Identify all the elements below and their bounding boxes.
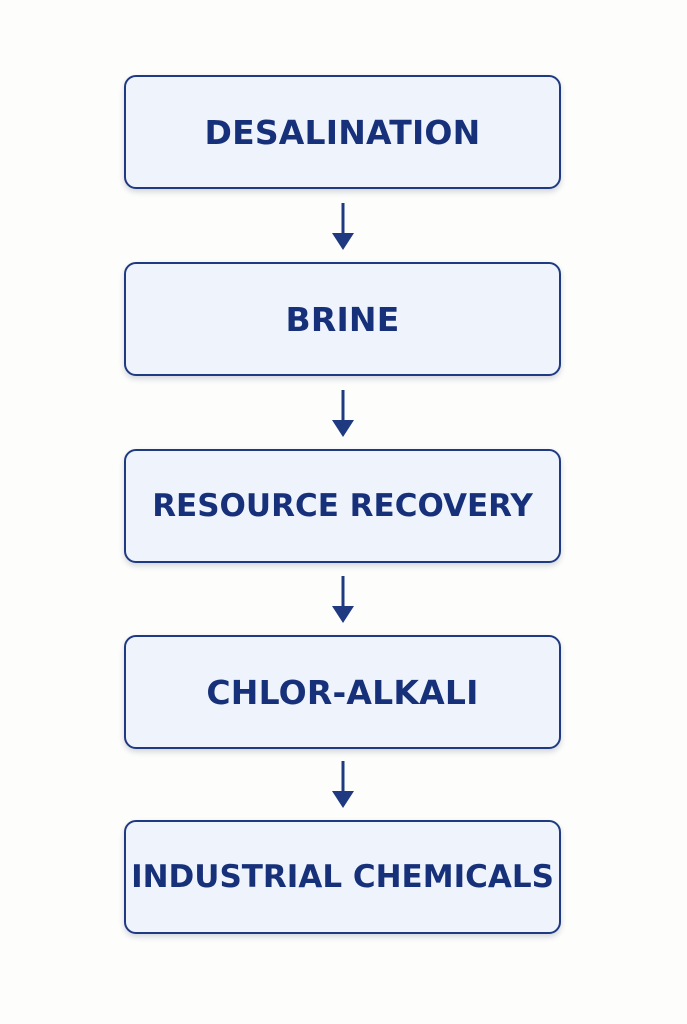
stage-resource-recovery: RESOURCE RECOVERY	[124, 449, 561, 563]
arrow-down-icon	[332, 203, 354, 250]
stage-chlor-alkali: CHLOR-ALKALI	[124, 635, 561, 749]
stage-desalination: DESALINATION	[124, 75, 561, 189]
stage-brine: BRINE	[124, 262, 561, 376]
stage-label: BRINE	[285, 299, 400, 339]
arrow-down-icon	[332, 761, 354, 808]
stage-label: DESALINATION	[204, 112, 481, 152]
stage-industrial-chemicals: INDUSTRIAL CHEMICALS	[124, 820, 561, 934]
arrow-down-icon	[332, 576, 354, 623]
stage-label: RESOURCE RECOVERY	[152, 488, 533, 524]
stage-label: INDUSTRIAL CHEMICALS	[131, 859, 554, 895]
stage-label: CHLOR-ALKALI	[206, 672, 479, 712]
arrow-down-icon	[332, 390, 354, 437]
